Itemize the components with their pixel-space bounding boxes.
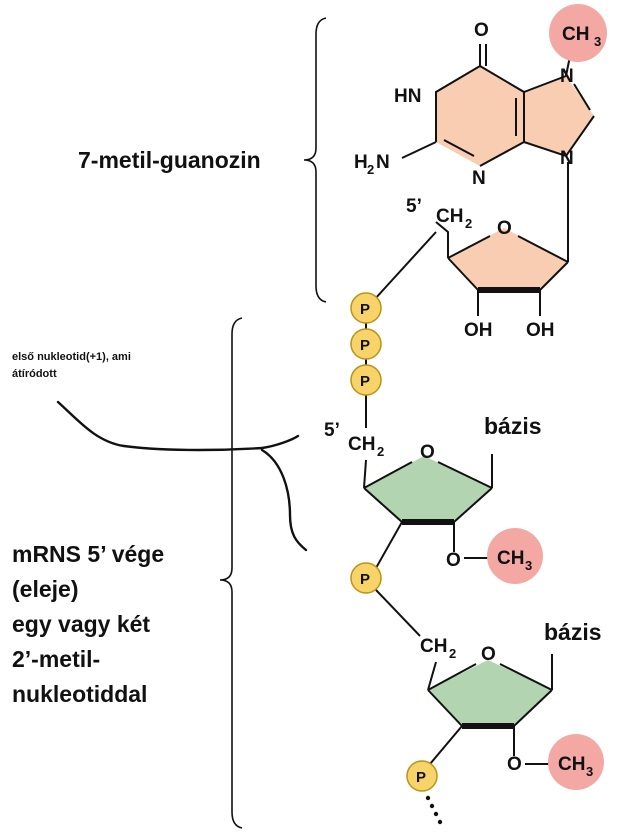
brace-bottom: [219, 317, 243, 829]
handdrawn-pointer: [56, 400, 308, 552]
n2-methyl-ch: CH: [558, 754, 585, 775]
svg-text:P: P: [360, 571, 370, 588]
mrna-label-line-3: egy vagy két: [12, 611, 150, 637]
guanine-bonds: [401, 44, 595, 167]
phosphate-2: P: [350, 328, 382, 360]
n1-ribose-fill: [364, 456, 492, 522]
cap-oh-2: OH: [464, 320, 493, 341]
svg-text:P: P: [360, 337, 370, 354]
amino-2: 2: [367, 162, 374, 177]
cap-methyl-ch: CH: [562, 24, 589, 45]
cap-five-prime: 5’: [406, 196, 422, 217]
mrna-label-line-1: mRNS 5’ vége: [12, 541, 164, 567]
mrna-label-line-4: 2’-metil-: [12, 646, 100, 672]
imidazole-ring-fill: [524, 76, 594, 156]
guanine-ring-fill: [436, 66, 524, 166]
n1-ch2-ch: CH: [348, 434, 375, 455]
n3: N: [472, 168, 486, 189]
amino-h: H: [354, 152, 368, 173]
phosphate-1: P: [350, 292, 382, 324]
cap-ribose-fill: [448, 228, 568, 290]
n2-base-label: bázis: [544, 619, 602, 645]
mrna-label-line-5: nukleotiddal: [12, 681, 147, 707]
guanine-double-bonds: [443, 83, 591, 157]
cap-ribose-oh-bonds: [477, 290, 541, 316]
cap-ribose-bonds: [435, 221, 569, 291]
n1-h: HN: [394, 86, 421, 107]
phosphate-4: P: [350, 562, 382, 594]
note-line-1: első nukleotid(+1), ami: [12, 351, 131, 363]
phosphate-3: P: [350, 364, 382, 396]
ch2-to-phosphate-bond: [373, 231, 437, 301]
n1-five-prime: 5’: [324, 420, 340, 441]
n2-2o: O: [507, 754, 522, 775]
methyl-circle-n2: [548, 734, 604, 790]
brace-top: [303, 17, 327, 303]
n1-ring-o: O: [420, 442, 435, 463]
n1-base-label: bázis: [484, 413, 542, 439]
cap-ring-o: O: [497, 218, 512, 239]
n2-ch2-2: 2: [449, 646, 456, 661]
cap-ch2-2: 2: [465, 216, 472, 231]
n1-2o: O: [446, 550, 461, 571]
n1-methyl-3: 3: [525, 558, 532, 573]
cap-methyl-3: 3: [594, 34, 601, 49]
n2-ch2-ch: CH: [420, 636, 447, 657]
n1-methyl-ch: CH: [497, 548, 524, 569]
n2-ribose-bonds: [427, 654, 553, 765]
methyl-circle-n1: [487, 528, 543, 584]
svg-text:P: P: [360, 301, 370, 318]
n2-ring-o: O: [481, 644, 496, 665]
n7: N: [560, 66, 574, 87]
phosphate-5: P: [406, 760, 438, 792]
phosphate-4-to-ch2-bond: [375, 589, 421, 637]
amino-n: N: [376, 152, 390, 173]
guanosine-title: 7-metil-guanozin: [78, 147, 261, 173]
n1-ribose-bonds: [363, 454, 493, 569]
n1-ch2-2: 2: [377, 444, 384, 459]
n2-methyl-3: 3: [586, 764, 593, 779]
n9: N: [560, 148, 574, 169]
svg-text:P: P: [360, 373, 370, 390]
methyl-circle-cap: [549, 4, 607, 62]
cap-ch2-ch: CH: [436, 206, 463, 227]
note-line-2: átíródott: [12, 368, 57, 380]
n2-ribose-fill: [428, 660, 552, 726]
cap-oh-3: OH: [526, 320, 555, 341]
chain-continuation-dots: [425, 795, 443, 825]
mrna-label-line-2: (eleje): [12, 576, 78, 602]
carbonyl-o: O: [474, 20, 489, 41]
svg-text:P: P: [416, 769, 426, 786]
